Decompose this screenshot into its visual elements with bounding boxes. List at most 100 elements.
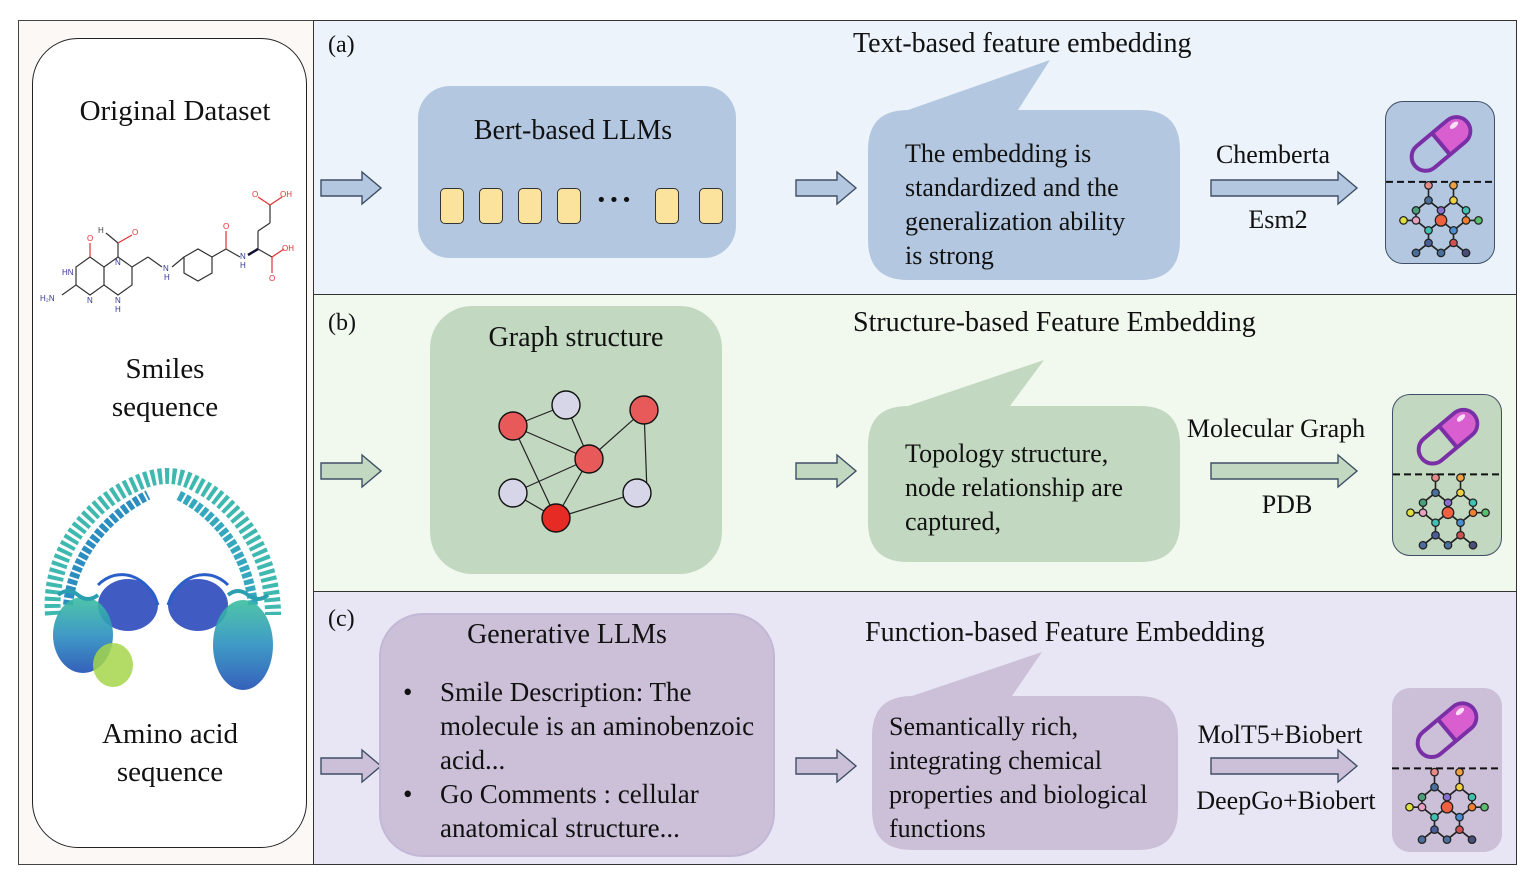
pill-icon [1416,407,1480,466]
graph-structure-box [430,306,722,574]
molecule-network-icon [1406,473,1490,550]
h2n-label: H₂N [40,294,55,303]
bullet-line: acid... [440,745,506,775]
bubble-line: is strong [905,241,994,270]
bert-llm-title: Bert-based LLMs [473,115,673,146]
o-label: O [223,222,229,231]
graph-structure-title: Graph structure [488,322,664,353]
bubble-line: captured, [905,507,1002,536]
bubble-line: Semantically rich, [889,712,1079,741]
speech-bubble [868,60,1180,280]
amino-label-line: sequence [116,756,224,788]
graph-node-red [498,411,528,441]
long-arrow-right-icon [1210,748,1359,784]
bubble-line: integrating chemical [889,746,1102,775]
h-label: H [115,305,121,314]
bubble-line: functions [889,814,986,843]
arrow-bottom-label: DeepGo+Biobert [1196,786,1376,815]
arrow-top-label: Molecular Graph [1186,414,1366,443]
pill-icon [1409,115,1473,173]
bubble-line: properties and biological [889,780,1148,809]
bullet-line: Smile Description: The [440,677,692,707]
protein-structure-icon [44,468,281,690]
arrow-bottom-label: Esm2 [1248,205,1308,234]
o-label: O [269,274,275,283]
bubble-line: Topology structure, [905,439,1109,468]
output-card-graphic [1393,407,1503,550]
output-card [1385,101,1496,264]
h-label: H [164,273,170,282]
long-arrow-right-icon [1210,170,1359,206]
output-card [1392,394,1503,556]
bubble-text: Semantically rich, integrating chemical … [889,710,1147,846]
original-dataset-card [32,38,307,848]
bullet-icon: • [403,779,413,809]
bullet-line: anatomical structure... [440,813,680,843]
graph-network-icon [498,390,659,533]
arrow-right-icon [795,170,858,206]
bubble-text: Topology structure, node relationship ar… [905,437,1123,539]
token-block [557,188,581,224]
molecule-network-icon [1405,767,1489,845]
arrow-top-label: MolT5+Biobert [1197,720,1363,749]
graph-node-red [629,395,659,425]
arrow-right-icon [795,748,858,784]
row-b-title: Structure-based Feature Embedding [853,307,1256,338]
n-label: N [240,252,246,261]
o-label: O [132,228,138,237]
bubble-text: The embedding is standardized and the ge… [905,137,1125,273]
o-label: O [87,234,93,243]
h-label: H [98,226,104,235]
smiles-label-line: sequence [111,391,219,423]
token-block [518,188,542,224]
long-arrow-right-icon [1210,453,1359,489]
arrow-right-icon [320,748,383,784]
molecule-structure-icon: OH OH O O O O O H N N H N H HN H₂N N N H [40,190,294,314]
graph-node-lavender [498,478,528,508]
row-c-title: Function-based Feature Embedding [865,617,1265,648]
bullet-icon: • [403,677,413,707]
bubble-line: node relationship are [905,473,1124,502]
bubble-line: standardized and the [905,173,1119,202]
amino-acid-label: Amino acid sequence [35,715,305,791]
graph-node-lavender [551,390,581,420]
row-c-label: (c) [328,606,355,632]
smiles-label-line: Smiles [125,353,205,385]
graph-node-red [574,444,604,474]
output-card-graphic [1386,115,1496,258]
oh-label: OH [280,190,292,199]
row-a-title: Text-based feature embedding [853,28,1192,59]
speech-bubble [872,652,1178,850]
bullet-item: • Go Comments : cellular anatomical stru… [403,777,754,845]
n-label: N [87,296,93,305]
generative-bullets: • Smile Description: The molecule is an … [403,675,754,845]
o-label: O [252,190,258,199]
bubble-line: The embedding is [905,139,1092,168]
token-block [440,188,464,224]
bullet-line: Go Comments : cellular [440,779,699,809]
arrow-top-label: Chemberta [1215,140,1331,169]
bubble-line: generalization ability [905,207,1126,236]
n-label: N [115,258,121,267]
token-block [479,188,503,224]
output-card [1392,688,1502,852]
token-block [655,188,679,224]
ellipsis: ••• [596,190,634,211]
arrow-right-icon [795,453,858,489]
original-dataset-title: Original Dataset [79,95,271,127]
amino-label-line: Amino acid [101,718,239,750]
h-label: H [240,261,246,270]
smiles-label: Smiles sequence [30,350,300,426]
molecule-network-icon [1399,181,1483,258]
bullet-line: molecule is an aminobenzoic [440,711,755,741]
generative-llm-box [379,613,775,857]
hn-label: HN [62,268,74,277]
generative-llm-title: Generative LLMs [467,619,667,650]
row-b-label: (b) [328,310,356,336]
oh-label: OH [282,244,294,253]
pill-icon [1415,701,1479,760]
graph-node-lavender [622,478,652,508]
n-label: N [163,264,169,273]
n-label: N [115,296,121,305]
token-block [699,188,723,224]
